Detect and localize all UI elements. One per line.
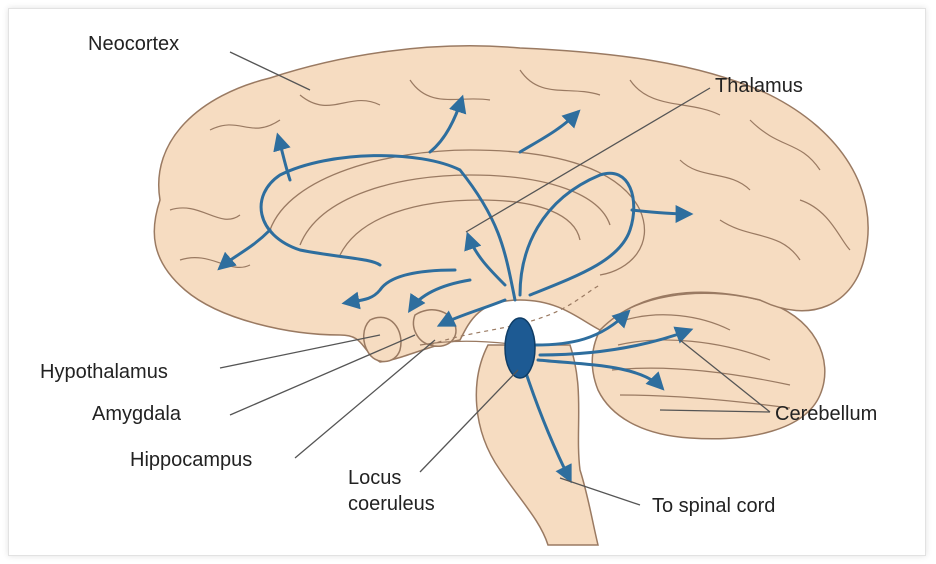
leader-hippocampus [295,340,435,458]
leader-hypothalamus [220,335,380,368]
label-amygdala: Amygdala [92,403,182,425]
label-hippocampus: Hippocampus [130,449,252,471]
brainstem [476,345,598,545]
label-locus-line1: Locus [348,467,401,489]
label-cerebellum: Cerebellum [775,403,877,425]
label-thalamus: Thalamus [715,75,803,97]
label-locus-line2: coeruleus [348,493,435,515]
locus-coeruleus-nucleus [505,318,535,378]
label-neocortex: Neocortex [88,33,179,55]
label-spinal-cord: To spinal cord [652,495,775,517]
label-hypothalamus: Hypothalamus [40,361,168,383]
